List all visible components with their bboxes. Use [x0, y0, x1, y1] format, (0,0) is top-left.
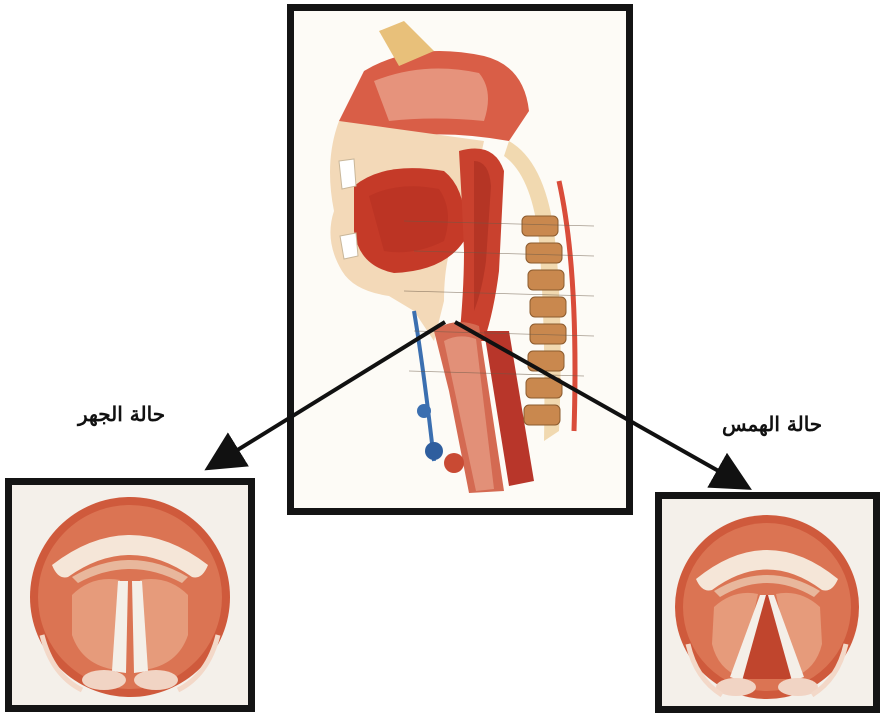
voiced-glottis-illustration — [12, 485, 248, 705]
head-neck-anatomy-illustration — [294, 11, 626, 508]
voiced-glottis-frame — [5, 478, 255, 712]
head-neck-anatomy-frame — [287, 4, 633, 515]
voiceless-state-label: حالة الهمس — [722, 412, 822, 436]
voiceless-glottis-frame — [655, 492, 880, 713]
voiceless-glottis-illustration — [662, 499, 873, 706]
voiced-state-label: حالة الجهر — [78, 402, 165, 426]
